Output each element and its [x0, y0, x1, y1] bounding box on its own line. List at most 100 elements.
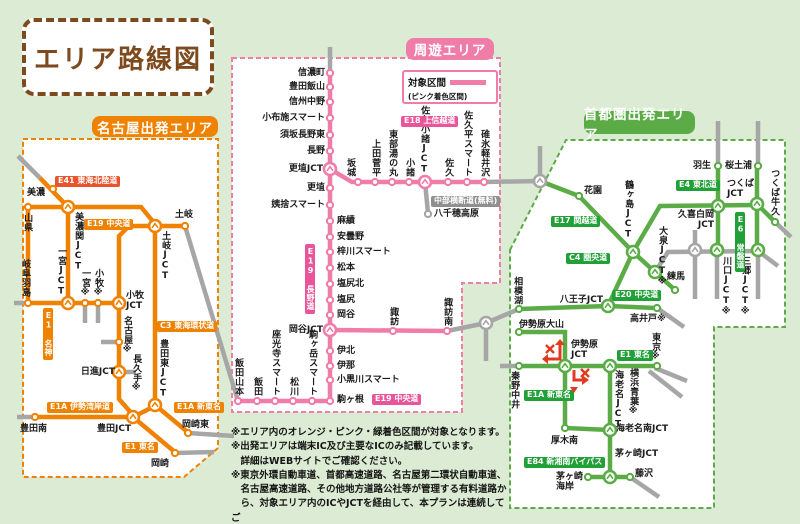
station-label: 岡谷JCT	[288, 325, 323, 335]
route-label: E4 東北道	[676, 180, 720, 191]
station-label: 飯田山本	[233, 358, 244, 396]
route-label: E6 常磐道	[735, 212, 745, 272]
station-label: 岡谷	[337, 310, 356, 320]
jct-circle	[602, 358, 618, 374]
station-dot	[325, 396, 335, 406]
station-label: 伊那	[337, 361, 356, 371]
station-dot	[325, 146, 335, 156]
station-label: 桜土浦	[724, 161, 752, 171]
jct-circle	[111, 295, 127, 311]
jct-mark-icon	[651, 268, 659, 275]
station-label: 美濃	[27, 188, 46, 198]
station-label: 座光寺スマート	[270, 329, 281, 397]
station-label: 飯田	[252, 377, 263, 396]
footnote-line: ※出発エリアは端末IC及び主要なICのみ記載しています。	[231, 441, 479, 453]
station-label: 小牧※	[93, 268, 104, 299]
footnote-line: ※エリア内のオレンジ・ピンク・緑着色区間が対象となります。	[231, 427, 505, 438]
station-label: 更埴JCT	[288, 164, 323, 174]
station-label: 三郷JCT※	[740, 256, 751, 317]
jct-circle	[147, 218, 163, 234]
jct-mark-icon	[629, 248, 637, 255]
station-label: 伊北	[337, 346, 356, 356]
station-label: 佐久小諸JCT	[419, 105, 430, 176]
route-label: E19 長野道	[305, 244, 315, 314]
road-line-gray	[174, 449, 215, 456]
jct-mark-icon	[754, 246, 762, 253]
jct-mark-icon	[421, 178, 429, 185]
station-label: 藤沢	[635, 469, 654, 479]
station-dot	[325, 68, 335, 78]
station-dot	[183, 428, 193, 438]
page-title: エリア路線図	[33, 44, 202, 75]
station-label: 東京※	[650, 332, 661, 363]
station-dot	[583, 472, 593, 482]
uturn-restriction-icon-1	[542, 339, 565, 364]
jct-mark-icon	[151, 401, 159, 408]
jct-circle	[750, 242, 766, 258]
jct-mark-icon	[64, 299, 72, 306]
route-label: E1 東名	[122, 442, 158, 453]
station-dot	[625, 472, 635, 482]
station-label: 名古屋※	[122, 316, 133, 355]
station-dot	[48, 184, 58, 194]
jct-circle	[625, 244, 641, 260]
jct-mark-icon	[691, 246, 699, 253]
station-label: 松本	[337, 263, 356, 273]
route-label: E18 上信越道	[401, 116, 459, 127]
station-label: 久喜白岡 JCT	[677, 210, 714, 231]
route-label: E19 中央道	[84, 219, 134, 230]
area-header-nagoya: 名古屋出発エリア	[92, 116, 218, 137]
station-label: 小布施スマート	[262, 113, 325, 123]
station-label: 安曇野	[337, 232, 365, 242]
jct-circle	[647, 264, 663, 280]
footnote-line: 名古屋高速道路、その他地方道路公社等が管理する有料道路か	[231, 484, 507, 495]
station-dot	[252, 396, 262, 406]
station-dot	[325, 310, 335, 320]
jct-mark-icon	[482, 319, 490, 326]
jct-circle	[60, 199, 76, 215]
station-dot	[325, 130, 335, 140]
station-dot	[370, 177, 380, 187]
station-label: 上田菅平	[370, 139, 381, 177]
route-label: E1A 新東名	[174, 402, 225, 413]
station-dot	[387, 177, 397, 187]
station-label: 麻績	[337, 216, 356, 226]
station-label: 花園	[584, 186, 603, 196]
station-dot	[270, 396, 280, 406]
jct-circle	[111, 364, 127, 380]
jct-mark-icon	[753, 200, 761, 207]
jct-mark-icon	[115, 368, 123, 375]
station-dot	[325, 200, 335, 210]
station-dot	[574, 191, 584, 201]
station-label: 佐久	[443, 158, 454, 177]
station-dot	[233, 396, 243, 406]
station-label: 豊田飯山	[288, 82, 325, 92]
station-dot	[753, 161, 763, 171]
station-label: 碓氷軽井沢	[479, 129, 490, 178]
jct-circle	[687, 242, 703, 258]
station-label: 佐久平スマート	[462, 110, 473, 178]
station-dot	[325, 232, 335, 242]
station-label: 長野	[306, 146, 325, 156]
jct-circle	[749, 196, 765, 212]
road-line-orange	[68, 204, 157, 226]
station-label: 土岐	[175, 210, 194, 220]
station-dot	[325, 346, 335, 356]
station-label: 長久手※	[131, 354, 142, 393]
station-label: つくば牛久	[769, 168, 780, 217]
jct-circle	[709, 242, 725, 258]
station-dot	[170, 448, 180, 458]
station-label: 更埴	[306, 183, 325, 193]
area-border-shutoken	[509, 139, 786, 509]
station-label: 梓川スマート	[337, 247, 391, 257]
jct-circle	[322, 161, 338, 177]
station-label: 海老名南JCT	[616, 424, 669, 434]
station-dot	[325, 82, 335, 92]
station-dot	[462, 177, 472, 187]
station-label: 松川	[288, 377, 299, 396]
jct-mark-icon	[714, 202, 722, 209]
station-label: 塩尻北	[337, 279, 365, 289]
jct-circle	[478, 315, 494, 331]
